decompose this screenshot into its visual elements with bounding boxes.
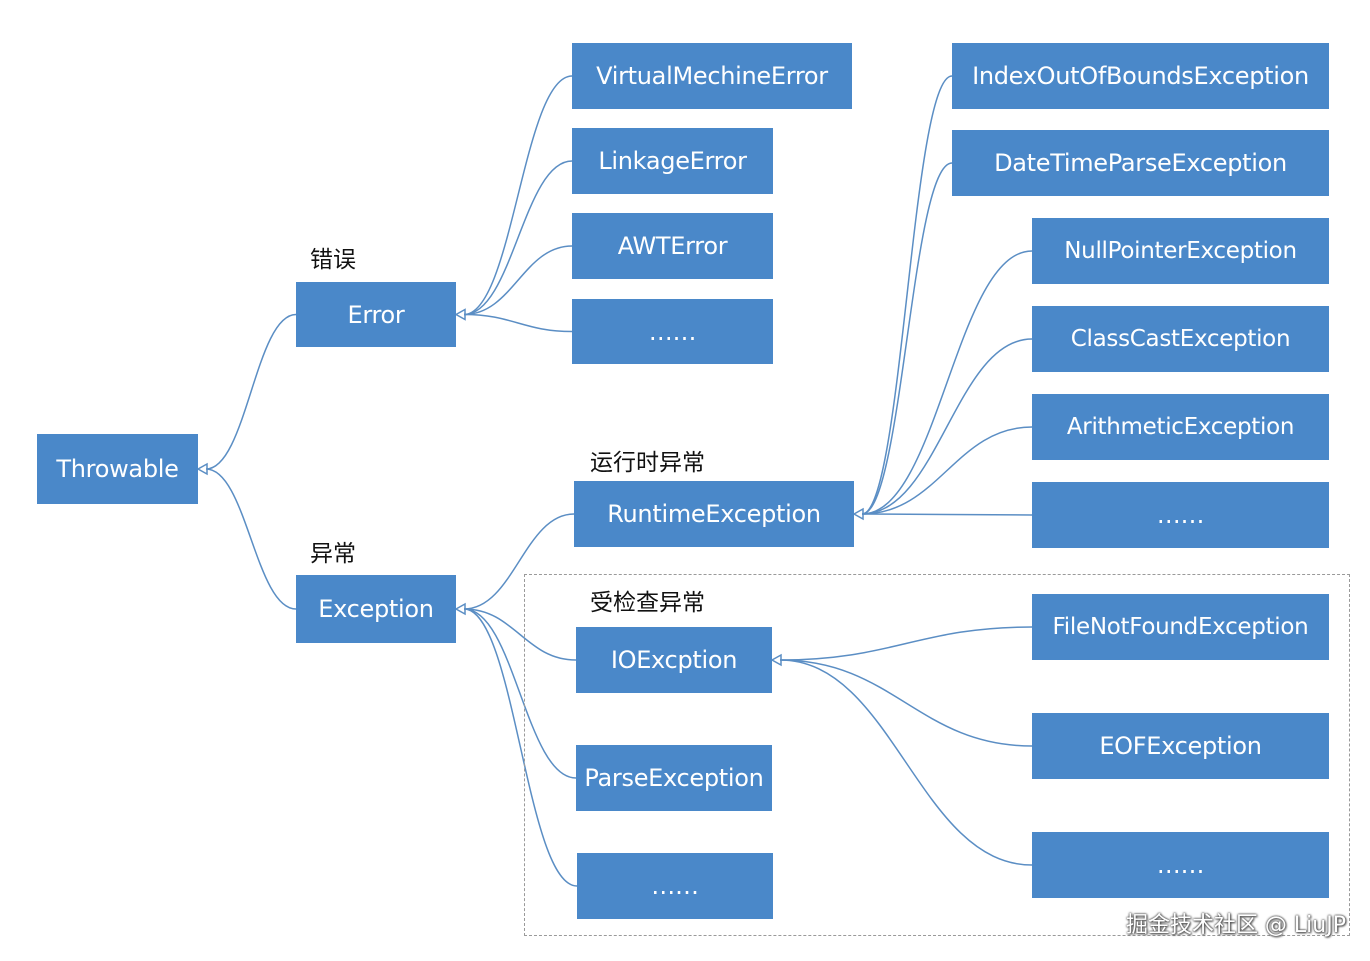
checked-more-node: …… [577, 853, 773, 919]
throwable-node: Throwable [37, 434, 198, 504]
error-category-label: 错误 [310, 247, 356, 273]
linkage-error-node: LinkageError [572, 128, 773, 194]
edge-runtime_exception-index_out_of_bounds [861, 75, 953, 515]
edge-io_exception-file_not_found [779, 626, 1033, 661]
watermark: 掘金技术社区 @ LiuJP [1125, 913, 1346, 938]
parse-exception-node: ParseException [576, 745, 772, 811]
datetime-parse-node: DateTimeParseException [952, 130, 1329, 196]
null-pointer-node: NullPointerException [1032, 218, 1329, 284]
edge-runtime_exception-null_pointer [861, 250, 1033, 515]
arithmetic-node: ArithmeticException [1032, 394, 1329, 460]
edge-runtime_exception-arithmetic [861, 426, 1033, 515]
awt-error-node: AWTError [572, 213, 773, 279]
edge-exception-checked_more [463, 608, 578, 887]
io-more-node: …… [1032, 832, 1329, 898]
arrowhead-exception [454, 602, 466, 616]
index-out-of-bounds-node: IndexOutOfBoundsException [952, 43, 1329, 109]
virtual-machine-error-node: VirtualMechineError [572, 43, 852, 109]
checked-category-label: 受检查异常 [590, 590, 705, 616]
edge-throwable-error [205, 313, 297, 470]
runtime-more-node: …… [1032, 482, 1329, 548]
edge-exception-parse_exception [463, 608, 577, 779]
io-exception-node: IOExcption [576, 627, 772, 693]
edge-exception-runtime_exception [463, 513, 575, 610]
exception-node: Exception [296, 575, 456, 643]
arrowhead-throwable [196, 462, 208, 476]
runtime-category-label: 运行时异常 [590, 450, 705, 476]
exception-category-label: 异常 [310, 541, 356, 567]
edge-error-virtual_machine_error [463, 75, 573, 316]
arrowhead-runtime_exception [852, 507, 864, 521]
arrowhead-error [454, 308, 466, 321]
edge-error-linkage_error [463, 160, 573, 316]
edge-io_exception-io_more [779, 659, 1033, 866]
edge-io_exception-eof_exception [779, 659, 1033, 747]
edge-exception-io_exception [463, 608, 577, 661]
eof-exception-node: EOFException [1032, 713, 1329, 779]
edge-error-error_more [463, 313, 573, 333]
error-node: Error [296, 282, 456, 347]
checked-exception-region [524, 574, 1350, 936]
class-cast-node: ClassCastException [1032, 306, 1329, 372]
edge-runtime_exception-datetime_parse [861, 162, 953, 515]
edge-error-awt_error [463, 245, 573, 316]
edge-runtime_exception-runtime_more [861, 513, 1033, 516]
edge-runtime_exception-class_cast [861, 338, 1033, 515]
file-not-found-node: FileNotFoundException [1032, 594, 1329, 660]
runtime-exception-node: RuntimeException [574, 481, 854, 547]
error-more-node: …… [572, 299, 773, 364]
edge-throwable-exception [205, 468, 297, 610]
